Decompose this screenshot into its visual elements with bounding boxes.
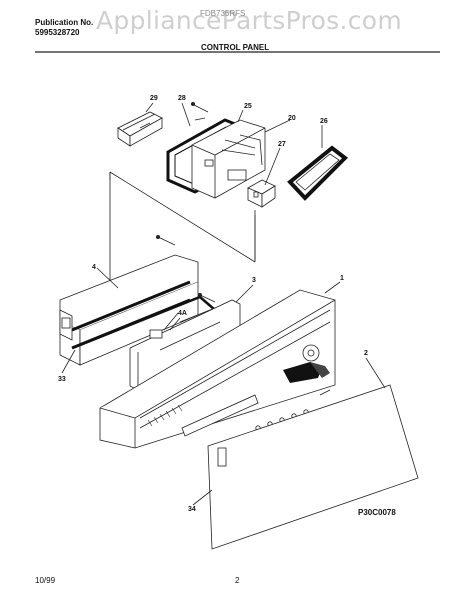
callout-33: 33: [58, 376, 66, 383]
callout-20: 20: [288, 115, 296, 122]
callout-34: 34: [188, 506, 196, 513]
part-20-housing: [191, 119, 266, 199]
footer-date: 10/99: [35, 576, 56, 585]
part-2-overlay: [207, 384, 419, 550]
diagram-code: P30C0078: [358, 508, 396, 517]
section-title: CONTROL PANEL: [201, 43, 270, 52]
callout-1: 1: [340, 275, 344, 282]
callout-28: 28: [178, 95, 186, 102]
model-number: FDB735RFS: [200, 9, 246, 18]
callout-26: 26: [320, 118, 328, 125]
part-26-window: [287, 145, 349, 201]
watermark: AppliancePartsPros.com: [96, 6, 403, 35]
publication-number: 5995328720: [35, 28, 80, 37]
part-27-switch: [247, 179, 276, 208]
callout-25: 25: [244, 103, 252, 110]
publication-label: Publication No.: [35, 18, 94, 27]
callout-27: 27: [278, 141, 286, 148]
callout-2: 2: [364, 350, 368, 357]
callout-4a: 4A: [178, 310, 187, 317]
callout-3: 3: [252, 277, 256, 284]
part-1-panel: [99, 289, 336, 449]
part-29-bracket: [117, 111, 163, 147]
callout-29: 29: [150, 95, 158, 102]
footer-page: 2: [235, 576, 240, 585]
callout-4: 4: [92, 264, 96, 271]
